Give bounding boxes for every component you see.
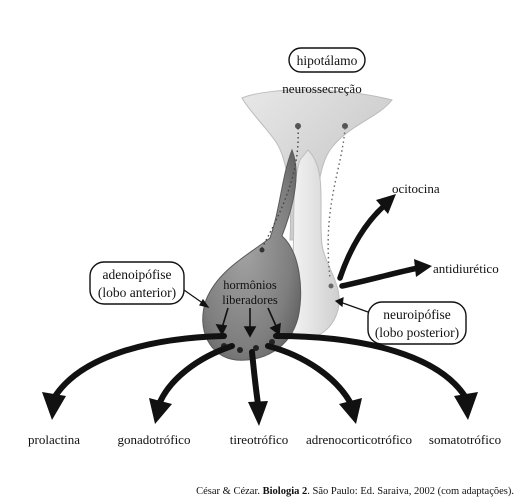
hormone-label-thyrotropic: tireotrófico [230,432,288,447]
hypothalamus-label: hipotálamo [297,53,358,68]
hormone-arrows [42,333,478,426]
oxytocin-arrow [337,194,396,281]
neurohypophysis-label-line2: (lobo posterior) [375,325,459,340]
prolactin-arrow [42,333,227,420]
gonadotropic-arrow [149,343,235,424]
hormone-label-adrenocorticotropic: adrenocorticotrófico [306,432,412,447]
releasing-hormones-line2: liberadores [222,293,278,307]
neurosecretion-label: neurossecreção [282,81,361,96]
hormone-labels: prolactina gonadotrófico tireotrófico ad… [28,432,501,447]
antidiuretic-label: antidiurético [433,261,499,276]
adrenocorticotropic-arrow [265,343,362,424]
neurohypophysis-label-line1: neuroipófise [383,307,450,322]
oxytocin-label: ocitocina [392,181,440,196]
adenohypophysis-label-line1: adenoipófise [103,267,172,282]
adenohypophysis-label-line2: (lobo anterior) [98,285,176,300]
hormone-label-somatotropic: somatotrófico [429,432,501,447]
somatotropic-arrow [273,333,478,420]
adeno-pointer [183,289,210,308]
hormone-label-gonadotropic: gonadotrófico [118,432,191,447]
source-caption: César & Cézar. Biologia 2. São Paulo: Ed… [196,486,514,497]
hypothalamus-label-box: hipotálamo [288,47,366,73]
antidiuretic-arrow [339,259,432,289]
releasing-hormones-line1: hormônios [223,278,277,292]
releasing-arrows [215,307,281,338]
neuro-pointer [334,297,369,313]
thyrotropic-arrow [248,349,268,426]
anterior-lobe-shape [202,148,302,361]
neurohypophysis-label-box: neuroipófise (lobo posterior) [367,301,467,345]
adenohypophysis-label-box: adenoipófise (lobo anterior) [89,261,185,305]
hormone-label-prolactin: prolactina [28,432,80,447]
neurosecretion-tracts [259,123,348,289]
